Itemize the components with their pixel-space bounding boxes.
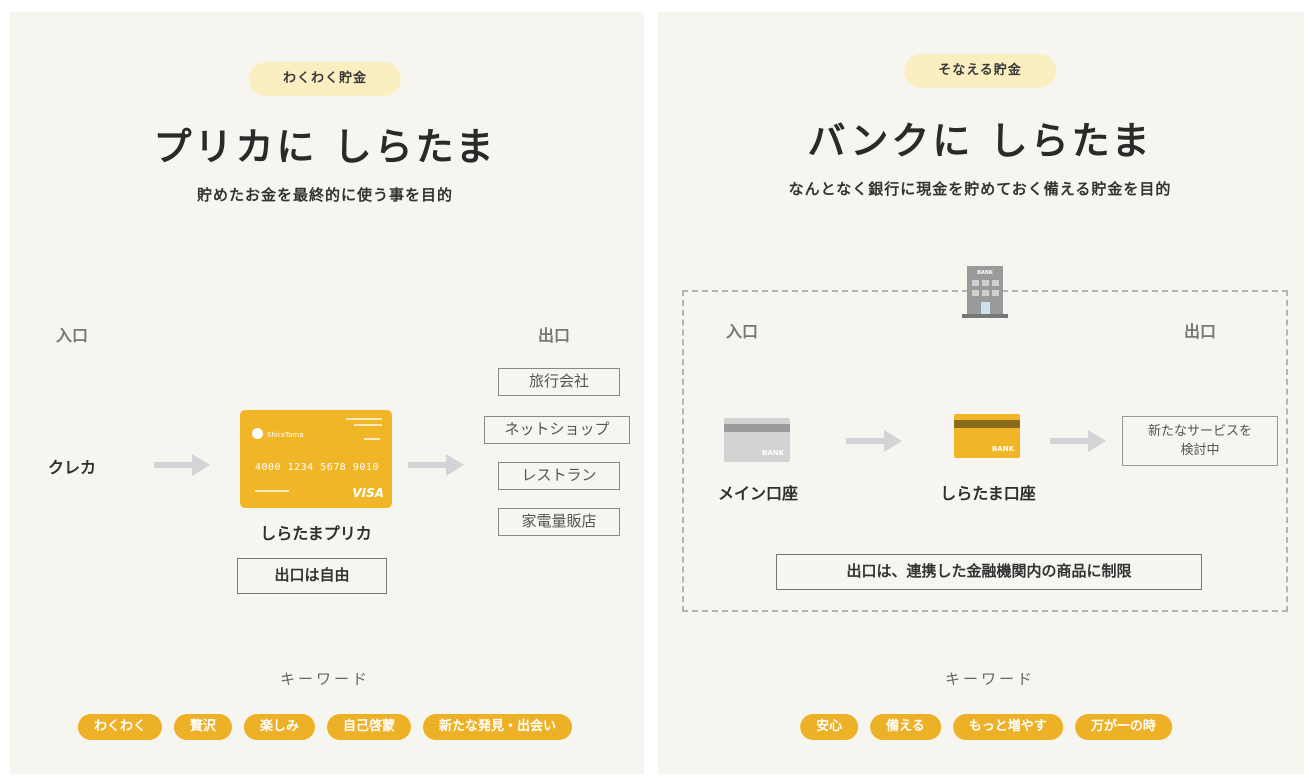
card-detail-line [346, 418, 382, 420]
exit-label: 出口 [1184, 322, 1217, 341]
bank-building-icon: BANK [962, 266, 1008, 318]
arrow-right-icon [1050, 430, 1106, 452]
arrow-right-icon [846, 430, 902, 452]
right-panel: そなえる貯金 バンクに しらたま なんとなく銀行に現金を貯めておく備える貯金を目… [658, 12, 1304, 774]
panel-title: バンクに しらたま [807, 119, 1153, 163]
left-panel: わくわく貯金 プリカに しらたま 貯めたお金を最終的に使う事を目的 入口 出口 … [10, 12, 644, 774]
keyword-badge: 備える [870, 714, 941, 740]
service-line: 新たなサービスを [1147, 424, 1252, 439]
card-label: しらたまプリカ [260, 524, 372, 543]
card-logo-icon [252, 428, 263, 439]
keyword-badge: もっと増やす [952, 714, 1063, 740]
shiratama-account-label: しらたま口座 [940, 484, 1036, 503]
main-account-card-image: BANK [724, 418, 790, 462]
card-network: VISA [352, 486, 384, 500]
keyword-badge: 楽しみ [243, 714, 316, 740]
exit-restaurant: レストラン [498, 462, 620, 490]
exit-electronics-store: 家電量販店 [498, 508, 620, 536]
keyword-badge: 贅沢 [173, 714, 232, 740]
keyword-badge: 安心 [800, 714, 859, 740]
bank-icon-label: BANK [977, 270, 994, 276]
panel-title: プリカに しらたま [153, 125, 497, 169]
category-pill: わくわく貯金 [248, 62, 402, 96]
panel-subtitle: なんとなく銀行に現金を貯めておく備える貯金を目的 [788, 180, 1172, 198]
keyword-badge: わくわく [77, 714, 162, 740]
arrow-right-icon [154, 454, 210, 476]
exit-rule-box: 出口は、連携した金融機関内の商品に制限 [776, 554, 1202, 590]
exit-rule-box: 出口は自由 [237, 558, 387, 594]
keyword-header: キーワード [279, 670, 371, 688]
keyword-list: 安心 備える もっと増やす 万が一の時 [800, 714, 1172, 740]
future-service-box: 新たなサービスを 検討中 [1122, 416, 1278, 466]
service-line: 検討中 [1180, 443, 1220, 458]
card-number: 4000 1234 5678 9010 [255, 462, 379, 473]
keyword-header: キーワード [944, 670, 1036, 688]
card-detail-line [255, 490, 289, 492]
card-detail-line [354, 424, 382, 426]
card-detail-line [364, 438, 380, 440]
exit-label: 出口 [538, 326, 571, 345]
main-account-label: メイン口座 [717, 484, 799, 503]
exit-online-shop: ネットショップ [484, 416, 630, 444]
keyword-badge: 自己啓蒙 [327, 714, 412, 740]
panel-subtitle: 貯めたお金を最終的に使う事を目的 [196, 186, 454, 204]
shiratama-account-card-image: BANK [954, 414, 1020, 458]
keyword-badge: 新たな発見・出会い [423, 714, 573, 740]
entry-label: 入口 [56, 326, 89, 345]
keyword-badge: 万が一の時 [1074, 714, 1172, 740]
card-bank-text: BANK [991, 445, 1014, 453]
prepaid-card-image: ShiraTama 4000 1234 5678 9010 VISA [240, 410, 392, 508]
category-pill: そなえる貯金 [904, 54, 1056, 88]
card-bank-text: BANK [761, 449, 784, 457]
arrow-right-icon [408, 454, 464, 476]
card-brand: ShiraTama [267, 431, 304, 439]
credit-card-source: クレカ [48, 458, 97, 477]
entry-label: 入口 [726, 322, 759, 341]
exit-travel-agency: 旅行会社 [498, 368, 620, 396]
keyword-list: わくわく 贅沢 楽しみ 自己啓蒙 新たな発見・出会い [77, 714, 573, 740]
